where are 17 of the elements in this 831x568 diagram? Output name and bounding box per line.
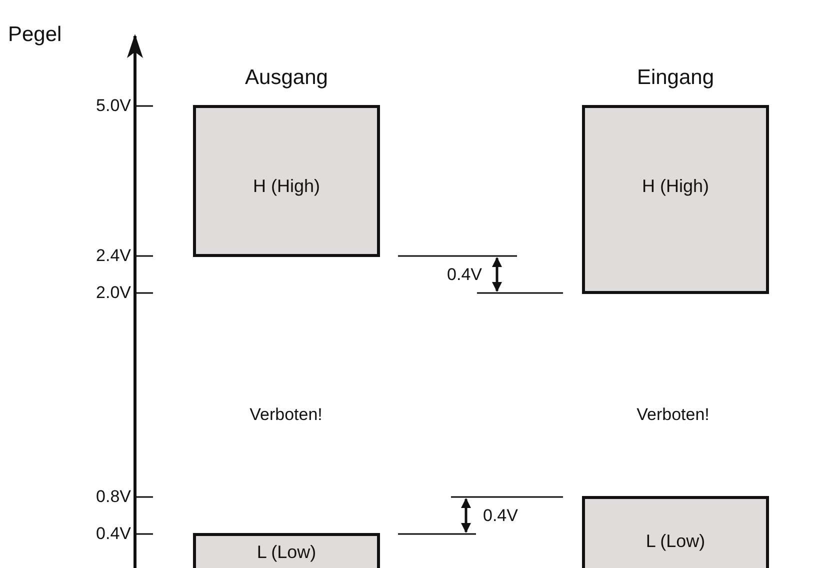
dimension-label: 0.4V [447, 265, 482, 285]
axis-title: Pegel [8, 25, 62, 45]
tick-label: 0.4V [96, 524, 131, 544]
zone-label: Verboten! [636, 405, 710, 425]
level-label: H (High) [252, 176, 321, 197]
tick-label: 2.0V [96, 283, 131, 303]
column-heading: Ausgang [244, 66, 329, 90]
dimension-label: 0.4V [483, 506, 518, 526]
tick-label: 0.8V [96, 487, 131, 507]
tick-label: 2.4V [96, 246, 131, 266]
tick-label: 5.0V [96, 96, 131, 116]
level-box [582, 496, 769, 568]
level-label: L (Low) [644, 531, 706, 552]
column-heading: Eingang [636, 66, 716, 90]
level-label: L (Low) [256, 542, 318, 563]
zone-label: Verboten! [250, 405, 322, 425]
level-label: H (High) [640, 176, 710, 197]
